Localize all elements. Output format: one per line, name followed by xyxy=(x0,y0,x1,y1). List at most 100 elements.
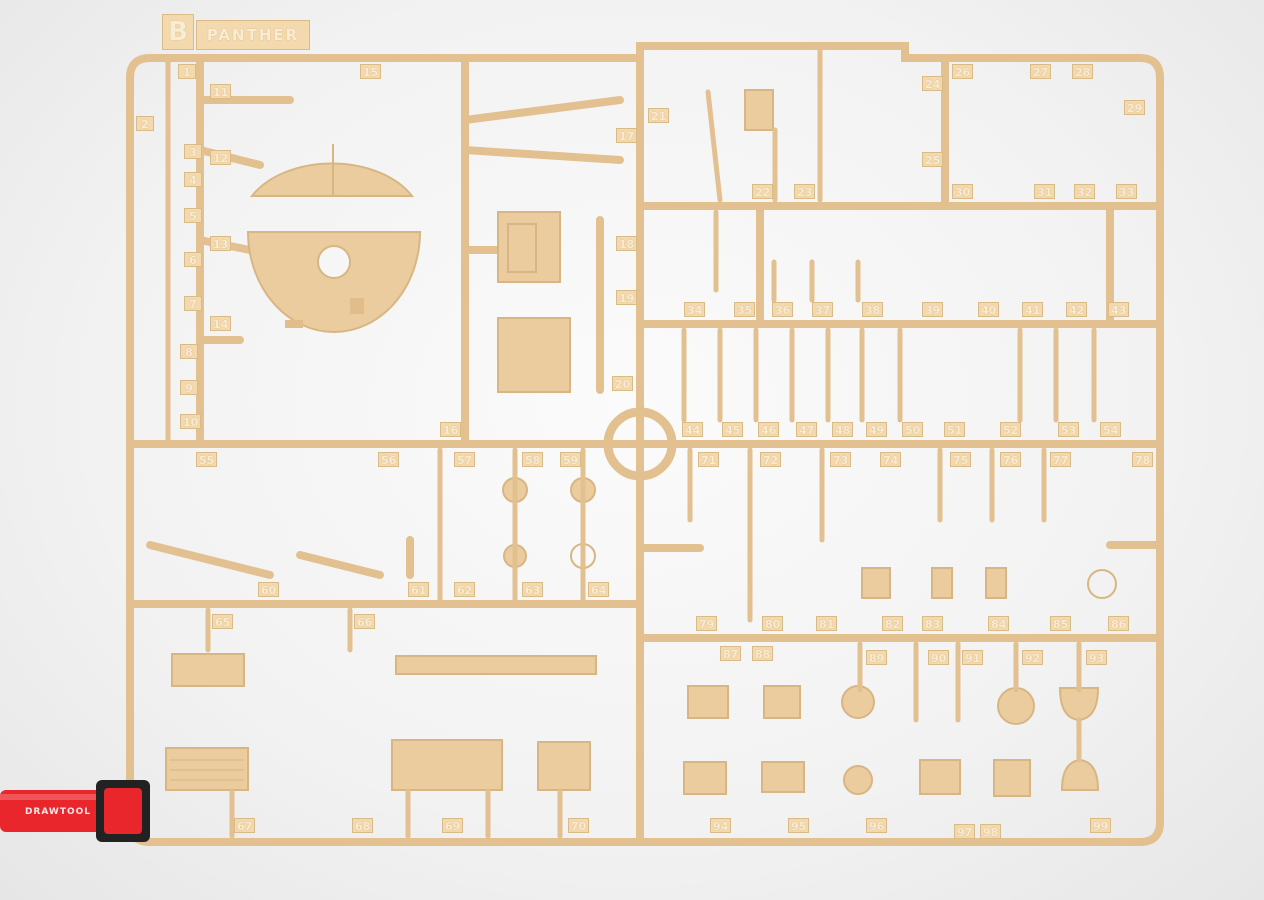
part-tag: 2 xyxy=(136,116,154,131)
part-tag: 87 xyxy=(720,646,742,661)
part-tag: 47 xyxy=(796,422,818,437)
part-tag: 96 xyxy=(866,818,888,833)
part-tag: 57 xyxy=(454,452,476,467)
part-tag: 56 xyxy=(378,452,400,467)
part-tag: 9 xyxy=(180,380,198,395)
part-tag: 61 xyxy=(408,582,430,597)
part-tag: 58 xyxy=(522,452,544,467)
part-tag: 26 xyxy=(952,64,974,79)
part-tag: 73 xyxy=(830,452,852,467)
part-tag: 3 xyxy=(184,144,202,159)
part-tag: 14 xyxy=(210,316,232,331)
part-tag: 41 xyxy=(1022,302,1044,317)
sprue-letter-badge: B xyxy=(162,14,194,50)
part-tag: 51 xyxy=(944,422,966,437)
part-tag: 63 xyxy=(522,582,544,597)
part-tag: 83 xyxy=(922,616,944,631)
part-tag: 80 xyxy=(762,616,784,631)
part-tag: 49 xyxy=(866,422,888,437)
part-tag: 70 xyxy=(568,818,590,833)
part-tag: 44 xyxy=(682,422,704,437)
part-tag: 95 xyxy=(788,818,810,833)
part-tag: 90 xyxy=(928,650,950,665)
part-tag: 91 xyxy=(962,650,984,665)
part-tag: 71 xyxy=(698,452,720,467)
part-tag: 23 xyxy=(794,184,816,199)
part-tag: 18 xyxy=(616,236,638,251)
part-tag: 78 xyxy=(1132,452,1154,467)
part-tag: 12 xyxy=(210,150,232,165)
part-tag: 32 xyxy=(1074,184,1096,199)
part-tag: 37 xyxy=(812,302,834,317)
part-tag: 53 xyxy=(1058,422,1080,437)
sprue-name-plate: PANTHER xyxy=(196,20,310,50)
part-tag: 15 xyxy=(360,64,382,79)
part-tag: 35 xyxy=(734,302,756,317)
part-tag: 88 xyxy=(752,646,774,661)
part-tag: 7 xyxy=(184,296,202,311)
part-tag: 85 xyxy=(1050,616,1072,631)
red-clamp xyxy=(0,780,150,842)
part-tag: 77 xyxy=(1050,452,1072,467)
part-tag: 46 xyxy=(758,422,780,437)
panel-part xyxy=(497,317,571,393)
part-tag: 36 xyxy=(772,302,794,317)
sprue-ring xyxy=(603,407,677,481)
part-tag: 86 xyxy=(1108,616,1130,631)
part-tag: 94 xyxy=(710,818,732,833)
part-tag: 11 xyxy=(210,84,232,99)
part-tag: 17 xyxy=(616,128,638,143)
part-tag: 6 xyxy=(184,252,202,267)
part-tag: 84 xyxy=(988,616,1010,631)
part-tag: 45 xyxy=(722,422,744,437)
part-tag: 66 xyxy=(354,614,376,629)
part-tag: 25 xyxy=(922,152,944,167)
part-tag: 8 xyxy=(180,344,198,359)
part-tag: 99 xyxy=(1090,818,1112,833)
part-tag: 68 xyxy=(352,818,374,833)
clamp-brand-label: DRAWTOOL xyxy=(24,807,92,817)
part-tag: 89 xyxy=(866,650,888,665)
part-tag: 93 xyxy=(1086,650,1108,665)
part-tag: 52 xyxy=(1000,422,1022,437)
part-tag: 20 xyxy=(612,376,634,391)
part-tag: 98 xyxy=(980,824,1002,839)
part-tag: 81 xyxy=(816,616,838,631)
part-tag: 60 xyxy=(258,582,280,597)
part-tag: 67 xyxy=(234,818,256,833)
part-tag: 4 xyxy=(184,172,202,187)
part-tag: 27 xyxy=(1030,64,1052,79)
part-tag: 24 xyxy=(922,76,944,91)
part-tag: 82 xyxy=(882,616,904,631)
part-tag: 22 xyxy=(752,184,774,199)
part-tag: 97 xyxy=(954,824,976,839)
part-tag: 31 xyxy=(1034,184,1056,199)
part-tag: 48 xyxy=(832,422,854,437)
part-tag: 43 xyxy=(1108,302,1130,317)
part-tag: 10 xyxy=(180,414,202,429)
part-tag: 5 xyxy=(184,208,202,223)
part-tag: 62 xyxy=(454,582,476,597)
part-tag: 19 xyxy=(616,290,638,305)
part-tag: 29 xyxy=(1124,100,1146,115)
part-tag: 59 xyxy=(560,452,582,467)
part-tag: 33 xyxy=(1116,184,1138,199)
part-tag: 13 xyxy=(210,236,232,251)
part-tag: 72 xyxy=(760,452,782,467)
part-tag: 16 xyxy=(440,422,462,437)
part-tag: 50 xyxy=(902,422,924,437)
part-tag: 21 xyxy=(648,108,670,123)
part-tag: 28 xyxy=(1072,64,1094,79)
part-tag: 38 xyxy=(862,302,884,317)
part-tag: 79 xyxy=(696,616,718,631)
part-tag: 65 xyxy=(212,614,234,629)
part-tag: 69 xyxy=(442,818,464,833)
part-tag: 1 xyxy=(178,64,196,79)
part-tag: 55 xyxy=(196,452,218,467)
part-tag: 74 xyxy=(880,452,902,467)
part-tag: 30 xyxy=(952,184,974,199)
part-tag: 76 xyxy=(1000,452,1022,467)
part-tag: 42 xyxy=(1066,302,1088,317)
